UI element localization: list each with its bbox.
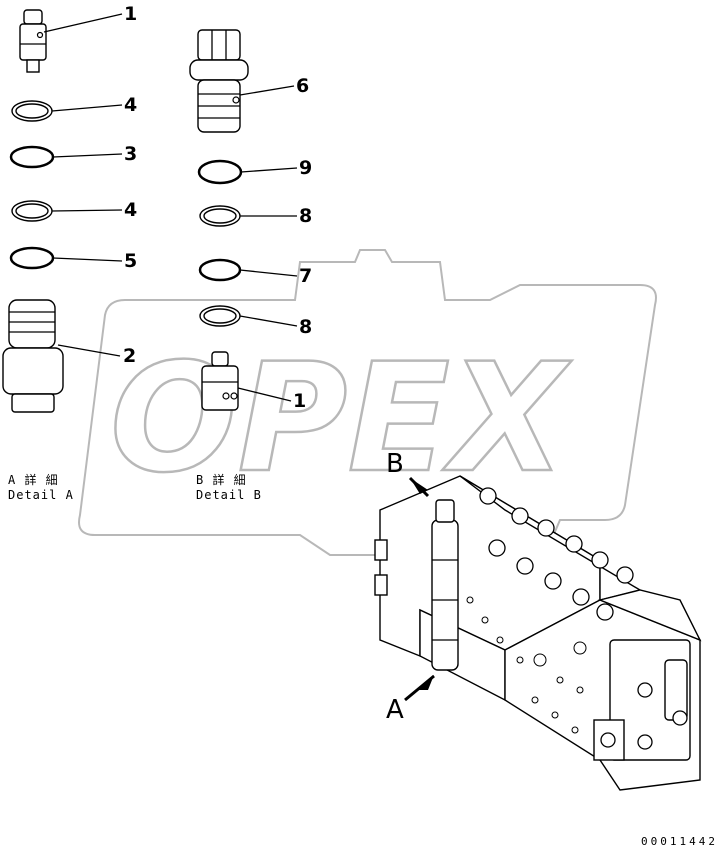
watermark-text: OPEX — [110, 332, 572, 506]
callout-7: 7 — [299, 265, 312, 287]
callout-8-a: 8 — [299, 205, 312, 227]
detail-b-jp-caption: B 詳 細 — [196, 472, 247, 487]
view-label-a: A — [386, 695, 404, 725]
view-arrow-a — [404, 674, 435, 702]
detail-b-en-caption: Detail B — [196, 488, 262, 502]
callout-6: 6 — [296, 75, 309, 97]
callout-3: 3 — [124, 143, 137, 165]
control-valve-block — [374, 475, 702, 791]
callout-4-a: 4 — [124, 94, 137, 116]
callout-1-b: 1 — [293, 390, 306, 412]
view-arrow-b — [408, 476, 430, 498]
callout-5: 5 — [124, 250, 137, 272]
part-3-oring — [9, 145, 55, 169]
callout-1-a: 1 — [124, 3, 137, 25]
callout-4-b: 4 — [124, 199, 137, 221]
detail-a-jp-caption: A 詳 細 — [8, 472, 59, 487]
part-1-bottom-right — [201, 351, 239, 411]
watermark: OPEX — [78, 249, 657, 556]
detail-a-en-caption: Detail A — [8, 488, 74, 502]
callout-2: 2 — [123, 345, 136, 367]
part-4-ring-upper — [11, 100, 53, 122]
part-5-oring — [9, 246, 55, 270]
part-6-valve — [189, 29, 249, 133]
part-9-oring — [197, 159, 243, 185]
callout-9: 9 — [299, 157, 312, 179]
part-8-ring-lower — [199, 305, 241, 327]
document-number: 00011442 — [641, 835, 718, 848]
part-4-ring-lower — [11, 200, 53, 222]
part-7-oring — [198, 258, 242, 282]
part-8-ring-upper — [199, 205, 241, 227]
view-label-b: B — [386, 449, 404, 479]
part-2-plug — [2, 299, 64, 413]
leader-lines — [43, 13, 298, 402]
part-1-top-left — [19, 9, 47, 73]
callout-8-b: 8 — [299, 316, 312, 338]
